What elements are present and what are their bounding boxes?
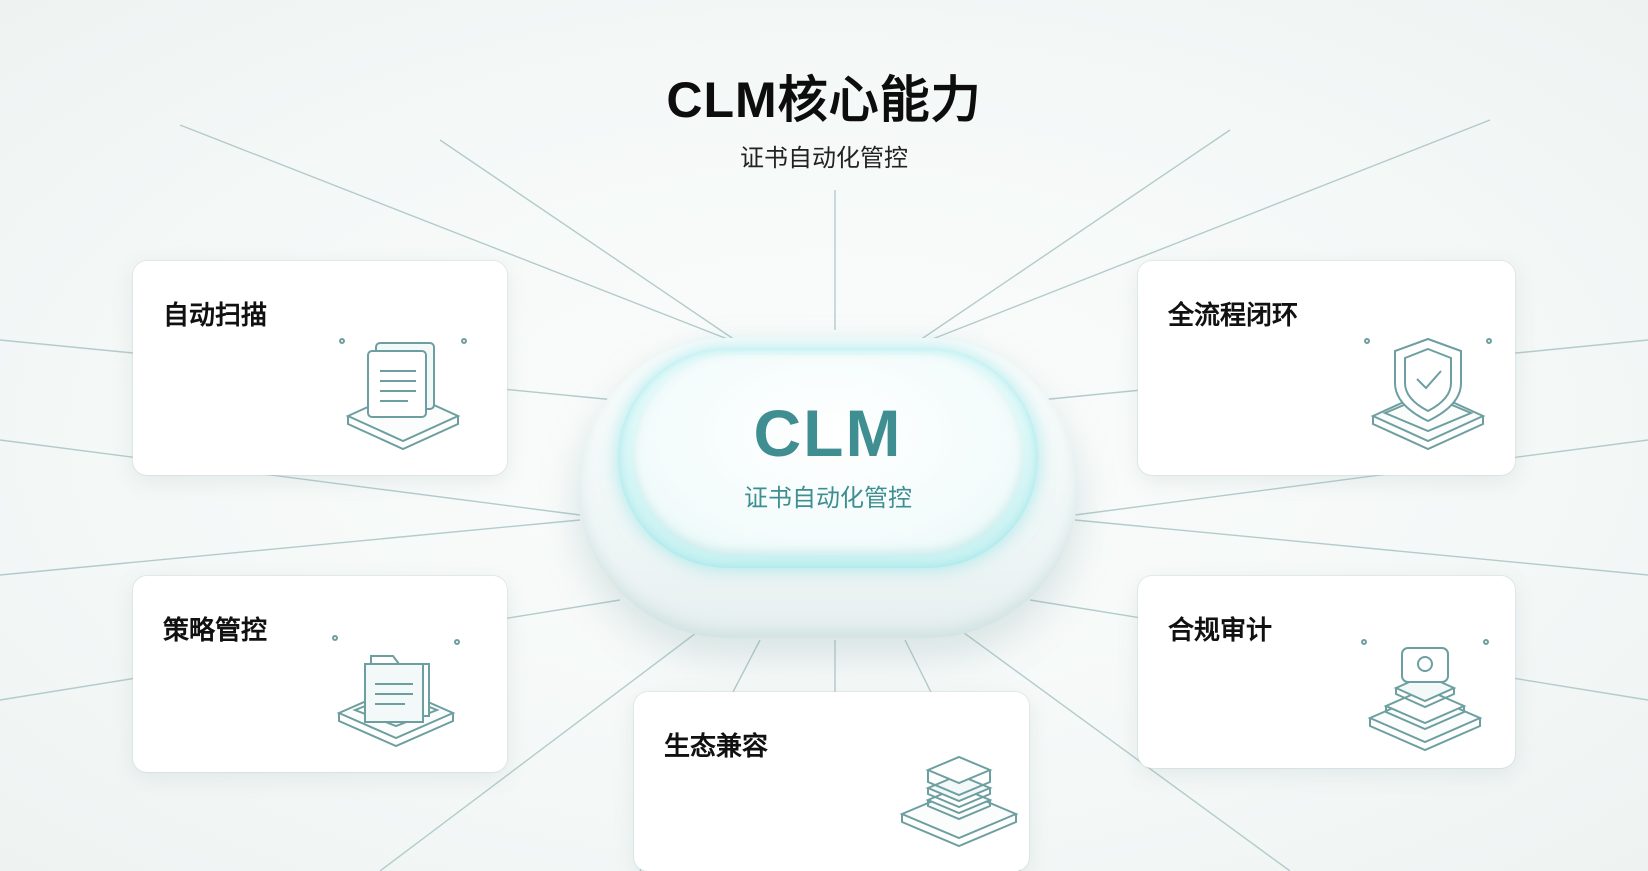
document-scan-icon <box>339 338 467 451</box>
capability-title: 自动扫描 <box>163 300 268 330</box>
layers-stack-icon <box>899 755 1019 848</box>
folder-policy-icon <box>332 635 460 748</box>
capability-card-auto-scan[interactable]: 自动扫描 <box>133 261 507 475</box>
capability-title: 全流程闭环 <box>1168 300 1299 330</box>
capability-card-policy-control[interactable]: 策略管控 <box>133 576 507 772</box>
page-title: CLM核心能力 <box>666 72 982 128</box>
capability-card-compliance-audit[interactable]: 合规审计 <box>1138 576 1515 768</box>
hub-label: CLM <box>753 396 903 470</box>
capability-title: 生态兼容 <box>664 731 769 761</box>
capability-title: 策略管控 <box>163 615 268 645</box>
hub-core <box>633 355 1023 555</box>
page-subtitle: 证书自动化管控 <box>740 145 908 172</box>
capability-card-closed-loop[interactable]: 全流程闭环 <box>1138 261 1515 475</box>
hub-subtitle: 证书自动化管控 <box>744 485 912 512</box>
audit-stack-icon <box>1361 639 1489 752</box>
shield-check-icon <box>1364 337 1492 451</box>
capability-card-ecosystem-compat[interactable]: 生态兼容 <box>634 692 1029 871</box>
capability-title: 合规审计 <box>1168 615 1273 645</box>
